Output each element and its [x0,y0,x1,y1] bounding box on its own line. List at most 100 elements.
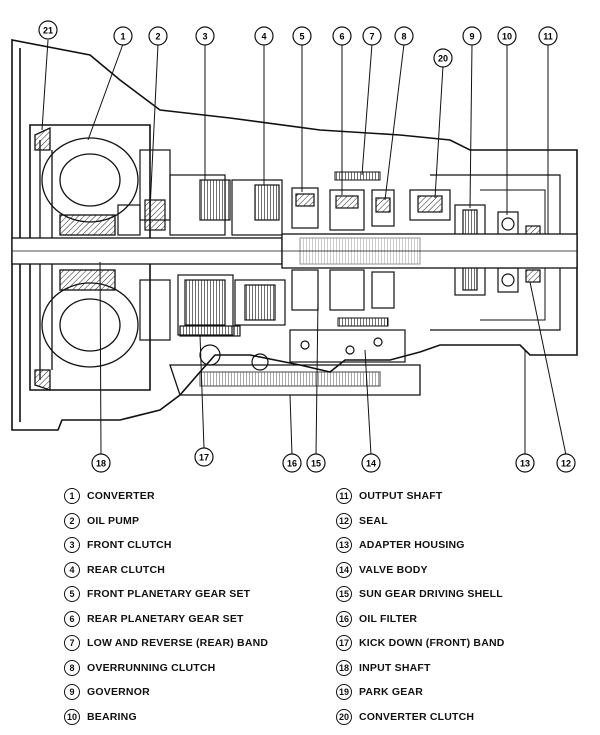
callout-12: 12 [556,453,576,473]
svg-text:8: 8 [401,32,406,42]
legend-label: LOW AND REVERSE (REAR) BAND [87,637,269,650]
callout-8: 8 [394,26,414,46]
legend-number: 10 [64,708,80,725]
legend-number: 5 [64,586,80,603]
legend-item: 17 KICK DOWN (FRONT) BAND [336,631,600,656]
legend-label: SEAL [359,514,388,527]
legend-number: 7 [64,635,80,652]
callout-5: 5 [292,26,312,46]
legend-number: 15 [336,586,352,603]
callout-9: 9 [462,26,482,46]
transmission-cutaway-diagram: 21 1 2 3 4 5 6 7 8 20 9 10 [11,20,578,473]
legend-label: OIL PUMP [87,514,140,527]
legend-label: FRONT PLANETARY GEAR SET [87,588,251,601]
legend-item: 9 GOVERNOR [64,680,354,705]
legend-number: 6 [64,610,80,627]
legend-number: 8 [64,659,80,676]
svg-text:18: 18 [96,459,106,469]
legend-label: KICK DOWN (FRONT) BAND [359,637,505,650]
callout-13: 13 [515,453,535,473]
svg-text:15: 15 [311,459,321,469]
legend-label: VALVE BODY [359,563,428,576]
legend-number: 4 [64,561,80,578]
legend-item: 3 FRONT CLUTCH [64,533,354,558]
callout-2: 2 [148,26,168,46]
legend-number: 12 [336,512,352,529]
callout-7: 7 [362,26,382,46]
legend-item: 6 REAR PLANETARY GEAR SET [64,607,354,632]
svg-text:12: 12 [561,459,571,469]
legend-item: 7 LOW AND REVERSE (REAR) BAND [64,631,354,656]
svg-text:4: 4 [261,32,266,42]
front-planetary-gear-set [291,187,319,311]
valve-body [289,329,406,363]
legend-label: OIL FILTER [359,612,418,625]
legend-label: CONVERTER [87,490,155,503]
svg-text:20: 20 [438,54,448,64]
legend-number: 18 [336,659,352,676]
legend-item: 18 INPUT SHAFT [336,656,600,681]
front-clutch [169,174,234,336]
legend-label: BEARING [87,710,137,723]
svg-text:3: 3 [202,32,207,42]
overrunning-clutch [371,189,395,309]
legend-number: 20 [336,708,352,725]
svg-text:6: 6 [339,32,344,42]
torque-converter [29,124,151,391]
callout-17: 17 [194,447,214,467]
legend-number: 13 [336,537,352,554]
legend-number: 17 [336,635,352,652]
legend-label: FRONT CLUTCH [87,539,172,552]
callout-21: 21 [38,20,58,40]
rear-planetary-gear-set [329,189,365,311]
legend-label: REAR PLANETARY GEAR SET [87,612,244,625]
svg-text:16: 16 [287,459,297,469]
leader-lines [41,39,567,456]
legend-item: 16 OIL FILTER [336,607,600,632]
svg-text:1: 1 [120,32,125,42]
legend-item: 12 SEAL [336,509,600,534]
callout-4: 4 [254,26,274,46]
legend-item: 8 OVERRUNNING CLUTCH [64,656,354,681]
legend-number: 9 [64,684,80,701]
legend-number: 1 [64,488,80,505]
legend-label: SUN GEAR DRIVING SHELL [359,588,503,601]
legend-item: 1 CONVERTER [64,484,354,509]
svg-text:11: 11 [543,32,553,42]
legend-label: PARK GEAR [359,686,424,699]
svg-text:14: 14 [366,459,376,469]
legend-item: 2 OIL PUMP [64,509,354,534]
legend-item: 5 FRONT PLANETARY GEAR SET [64,582,354,607]
callout-20: 20 [433,48,453,68]
input-output-shaft [11,233,578,269]
low-reverse-band [334,171,389,327]
legend-number: 3 [64,537,80,554]
svg-text:17: 17 [199,453,209,463]
callout-1: 1 [113,26,133,46]
callout-6: 6 [332,26,352,46]
legend-label: GOVERNOR [87,686,150,699]
svg-text:10: 10 [502,32,512,42]
svg-text:13: 13 [520,459,530,469]
legend-number: 2 [64,512,80,529]
legend-item: 19 PARK GEAR [336,680,600,705]
legend-label: OUTPUT SHAFT [359,490,443,503]
svg-text:5: 5 [299,32,304,42]
legend-number: 19 [336,684,352,701]
callout-10: 10 [497,26,517,46]
legend-number: 16 [336,610,352,627]
svg-text:7: 7 [369,32,374,42]
legend-label: INPUT SHAFT [359,661,431,674]
svg-text:21: 21 [43,26,53,36]
callout-15: 15 [306,453,326,473]
callout-14: 14 [361,453,381,473]
converter-clutch-area [409,189,451,221]
legend-label: OVERRUNNING CLUTCH [87,661,216,674]
legend-item: 15 SUN GEAR DRIVING SHELL [336,582,600,607]
